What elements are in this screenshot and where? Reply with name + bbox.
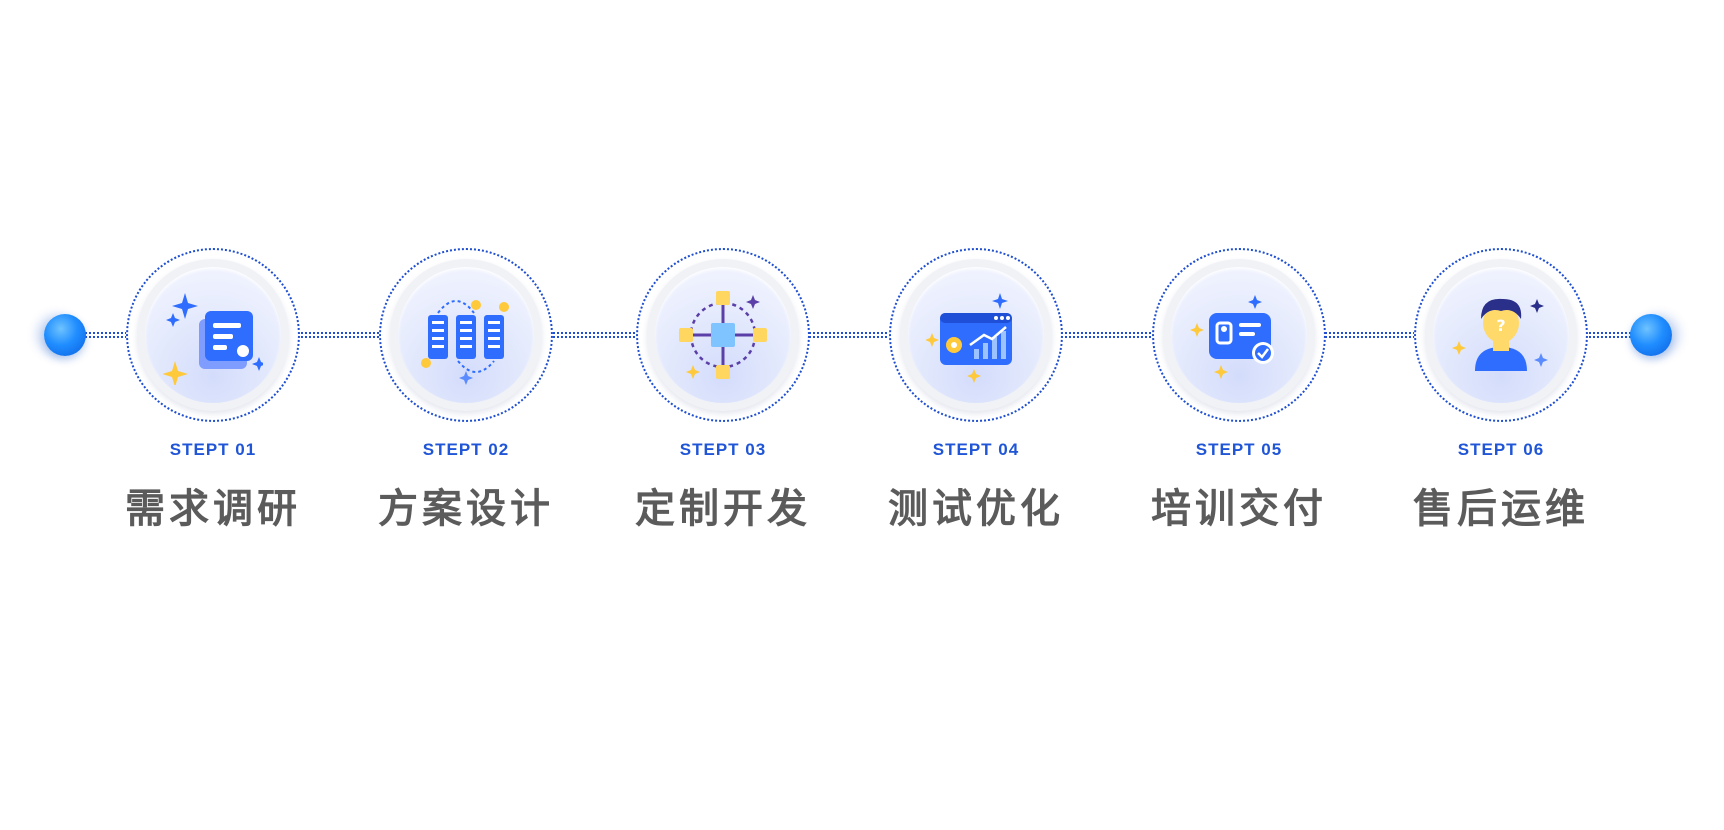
timeline-start-node bbox=[44, 314, 86, 356]
network-cube-icon bbox=[679, 291, 767, 379]
step-number: STEPT 05 bbox=[1195, 440, 1283, 459]
step-title: 售后运维 bbox=[1413, 486, 1589, 532]
process-step-2: STEPT 02 方案设计 bbox=[376, 248, 556, 538]
process-step-4: STEPT 04 测试优化 bbox=[886, 248, 1066, 538]
process-step-1: STEPT 01 需求调研 bbox=[123, 248, 303, 538]
step-number: STEPT 06 bbox=[1457, 440, 1545, 459]
support-person-icon: ? bbox=[1452, 298, 1548, 371]
id-card-check-icon bbox=[1190, 295, 1274, 379]
step-title: 需求调研 bbox=[125, 486, 301, 532]
process-step-3: STEPT 03 定制开发 bbox=[633, 248, 813, 538]
document-sparkle-icon bbox=[163, 293, 263, 385]
step-number: STEPT 04 bbox=[932, 440, 1020, 459]
analytics-dashboard-icon bbox=[926, 293, 1012, 383]
step-number: STEPT 02 bbox=[422, 440, 510, 459]
step-number: STEPT 03 bbox=[679, 440, 767, 459]
step-title: 方案设计 bbox=[378, 486, 554, 532]
svg-text:?: ? bbox=[1496, 316, 1505, 335]
step-title: 培训交付 bbox=[1151, 486, 1327, 532]
process-step-6: ? STEPT 06 售后运维 bbox=[1411, 248, 1591, 538]
process-step-5: STEPT 05 培训交付 bbox=[1149, 248, 1329, 538]
timeline-end-node bbox=[1630, 314, 1672, 356]
timeline-connector-line bbox=[66, 332, 1658, 338]
step-title: 定制开发 bbox=[635, 486, 811, 532]
server-racks-icon bbox=[421, 300, 509, 385]
step-number: STEPT 01 bbox=[169, 440, 257, 459]
step-title: 测试优化 bbox=[888, 486, 1064, 532]
